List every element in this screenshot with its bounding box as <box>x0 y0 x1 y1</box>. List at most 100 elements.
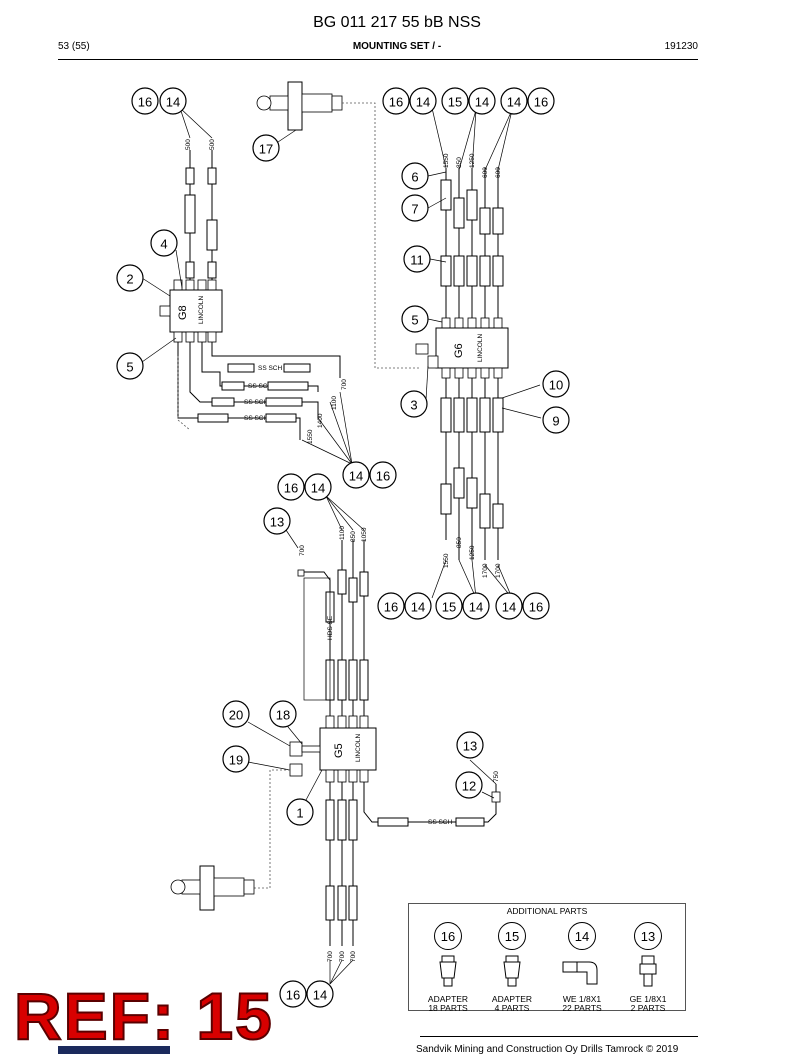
outlet-fitting <box>207 279 217 291</box>
hose-sleeve <box>440 255 452 287</box>
leader-line <box>427 318 443 323</box>
callout-9: 9 <box>542 406 570 434</box>
leader-line <box>285 529 299 549</box>
leader-line <box>301 439 353 465</box>
part-item-14: 14 WE 1/8X1 22 PARTS <box>547 922 617 1014</box>
hose-sleeve <box>440 179 452 211</box>
header-divider <box>58 59 698 60</box>
hose-sleeve <box>466 189 478 221</box>
callout-circle <box>306 980 334 1008</box>
outlet-fitting <box>173 331 183 343</box>
callout-number: 1 <box>296 806 303 821</box>
callout-circle <box>456 731 484 759</box>
callout-circle <box>342 461 370 489</box>
brand-label: LINCOLN <box>355 734 362 762</box>
length-label: 1700 <box>482 563 489 578</box>
hose-sleeve <box>479 493 491 529</box>
callout-6: 6 <box>401 162 429 190</box>
hose-label: SS SCH <box>258 365 283 372</box>
hose-sleeve <box>453 197 465 229</box>
callout-15: 15 <box>435 592 463 620</box>
hose-end <box>491 791 501 803</box>
length-label: 850 <box>350 531 357 542</box>
part-number: 13 <box>634 922 662 950</box>
hose-line <box>211 342 341 378</box>
callout-7: 7 <box>401 194 429 222</box>
callout-13: 13 <box>263 507 291 535</box>
footer-copyright: Sandvik Mining and Construction Oy Drill… <box>416 1044 679 1055</box>
callout-circle <box>409 87 437 115</box>
callout-circle <box>500 87 528 115</box>
part-item-13: 13 GE 1/8X1 2 PARTS <box>613 922 683 1014</box>
hose-sleeve <box>453 255 465 287</box>
hose-end <box>297 569 305 577</box>
hose-sleeve <box>453 467 465 499</box>
pump-cap <box>256 95 272 111</box>
callout-16: 16 <box>279 980 307 1008</box>
hose-sleeve <box>325 885 335 921</box>
hose-sleeve <box>221 381 245 391</box>
callout-number: 16 <box>284 481 298 496</box>
leader-line <box>325 495 365 531</box>
callout-number: 17 <box>259 142 273 157</box>
callout-circle <box>542 370 570 398</box>
brand-label: LINCOLN <box>198 296 205 324</box>
hose-sleeve <box>440 483 452 515</box>
leader-line <box>141 277 171 297</box>
callout-number: 16 <box>529 600 543 615</box>
callout-16: 16 <box>522 592 550 620</box>
callout-circle <box>401 305 429 333</box>
brand-label: LINCOLN <box>477 334 484 362</box>
pump-body <box>199 865 215 911</box>
outlet-fitting <box>480 367 490 379</box>
leader-line <box>469 759 497 785</box>
pump-body <box>287 81 303 131</box>
part-qty: 4 PARTS <box>494 1003 530 1014</box>
leader-line <box>425 365 429 401</box>
callout-circle <box>377 592 405 620</box>
hose-sleeve <box>348 799 358 841</box>
outlet-fitting <box>359 715 369 729</box>
callout-number: 18 <box>276 708 290 723</box>
g5-assembly: G5 LINCOLN SS SCH 750 700 700 700 <box>170 715 501 985</box>
adapter-icon <box>439 955 457 987</box>
callout-14: 14 <box>462 592 490 620</box>
hose-sleeve <box>492 503 504 529</box>
length-label: 700 <box>327 951 334 962</box>
callout-circle <box>400 390 428 418</box>
leader-line <box>179 107 191 139</box>
callout-circle <box>401 162 429 190</box>
hose-sleeve <box>479 207 491 235</box>
callout-12: 12 <box>455 771 483 799</box>
hose-fitting <box>207 261 217 279</box>
length-label: 700 <box>299 545 306 556</box>
callout-number: 12 <box>462 779 476 794</box>
callout-19: 19 <box>222 745 250 773</box>
part-number: 15 <box>498 922 526 950</box>
leader-line <box>179 107 213 139</box>
length-label: 1100 <box>339 526 346 540</box>
callout-number: 3 <box>410 398 417 413</box>
hose-sleeve <box>227 363 255 373</box>
outlet-fitting <box>207 331 217 343</box>
callout-circle <box>269 700 297 728</box>
leader-line <box>247 761 291 771</box>
outlet-fitting <box>325 769 335 783</box>
callout-16: 16 <box>377 592 405 620</box>
length-label: 600 <box>495 167 502 178</box>
callout-number: 16 <box>534 95 548 110</box>
hose-sleeve <box>337 569 347 595</box>
callout-18: 18 <box>269 700 297 728</box>
callout-number: 2 <box>126 272 133 287</box>
hose-sleeve <box>211 397 235 407</box>
hose-sleeve <box>492 255 504 287</box>
callout-number: 16 <box>384 600 398 615</box>
leader-line <box>471 109 477 171</box>
callout-16: 16 <box>382 87 410 115</box>
callout-number: 14 <box>502 600 516 615</box>
part-number: 16 <box>434 922 462 950</box>
hose-line <box>201 342 319 392</box>
distributor-label: G8 <box>177 305 189 320</box>
leader-line <box>329 401 353 465</box>
hose-line <box>177 342 301 440</box>
